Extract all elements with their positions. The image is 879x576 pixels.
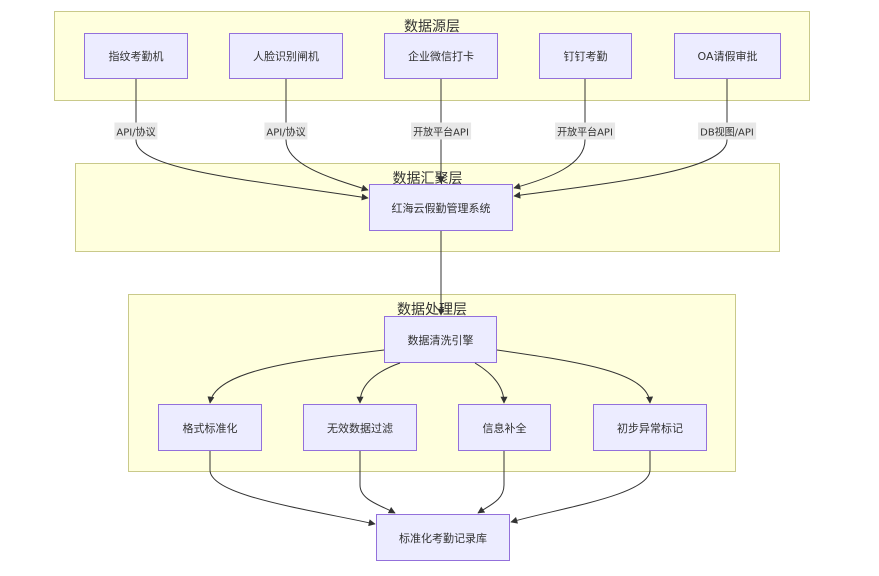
node-format-standardization[interactable]: 格式标准化 [158,404,262,451]
node-info-completion[interactable]: 信息补全 [458,404,551,451]
edge-label-oa: DB视图/API [698,122,756,140]
node-face-recognition-gate[interactable]: 人脸识别闸机 [229,33,343,79]
edge-label-fingerprint: API/协议 [114,122,158,140]
node-wecom-checkin[interactable]: 企业微信打卡 [384,33,498,79]
node-data-cleaning-engine[interactable]: 数据清洗引擎 [384,316,497,363]
edge-label-face: API/协议 [264,122,308,140]
data-aggregation-layer-title: 数据汇聚层 [392,171,463,187]
node-hr-leave-system[interactable]: 红海云假勤管理系统 [369,184,513,231]
node-invalid-data-filter[interactable]: 无效数据过滤 [303,404,417,451]
node-standard-attendance-db[interactable]: 标准化考勤记录库 [376,514,510,561]
edge-label-wecom: 开放平台API [411,122,471,140]
node-anomaly-marking[interactable]: 初步异常标记 [593,404,707,451]
node-oa-leave-approval[interactable]: OA请假审批 [674,33,781,79]
edge-label-dingtalk: 开放平台API [555,122,615,140]
data-source-layer-title: 数据源层 [404,19,460,35]
data-processing-layer-title: 数据处理层 [397,302,467,318]
node-fingerprint-attendance[interactable]: 指纹考勤机 [84,33,188,79]
node-dingtalk-attendance[interactable]: 钉钉考勤 [539,33,632,79]
